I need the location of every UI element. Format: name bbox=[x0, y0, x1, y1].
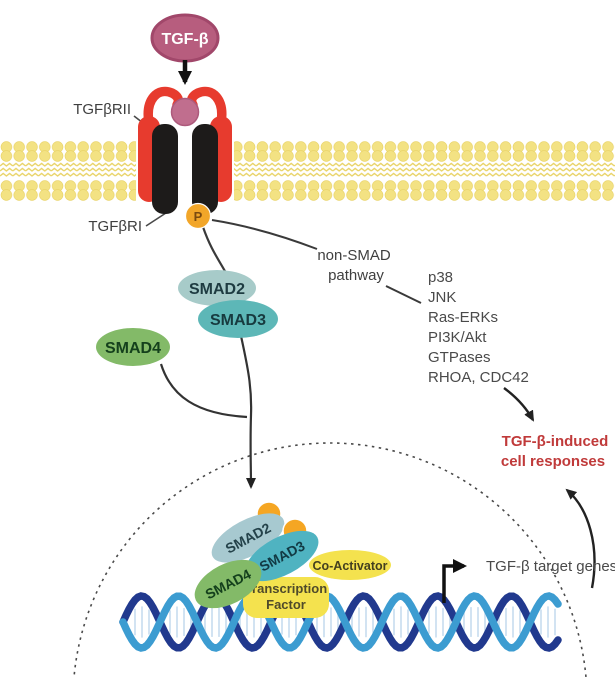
receptor-type1-right bbox=[192, 124, 218, 214]
smad3-label: SMAD3 bbox=[210, 312, 266, 329]
line-p-to-nonsmad bbox=[211, 219, 318, 250]
phospho-label: P bbox=[194, 209, 203, 224]
arrow-smads-to-nucleus bbox=[239, 335, 256, 489]
effector-item: Ras-ERKs bbox=[428, 309, 498, 326]
smad4-label: SMAD4 bbox=[105, 340, 161, 357]
nuclear-smad4: SMAD4 bbox=[194, 559, 262, 609]
target-genes-label: TGF-β target genes bbox=[486, 558, 615, 575]
dna-helix bbox=[119, 592, 562, 652]
transcription-factor-box bbox=[243, 577, 329, 618]
bound-ligand bbox=[170, 97, 200, 127]
coactivator-oval bbox=[309, 550, 391, 580]
tgfbrii-label: TGFβRII bbox=[73, 101, 131, 118]
tgfb-ligand-label: TGF-β bbox=[161, 31, 208, 48]
smad3-oval bbox=[198, 300, 278, 338]
nonsmad-effector-list: p38 JNK Ras-ERKs PI3K/Akt GTPases RHOA, … bbox=[428, 269, 529, 386]
line-nonsmad-to-effectors bbox=[385, 285, 422, 304]
effector-item: RHOA, CDC42 bbox=[428, 369, 529, 386]
smad2-oval bbox=[178, 270, 256, 306]
arrow-effectors-to-responses bbox=[503, 387, 535, 422]
membrane-right bbox=[234, 140, 615, 202]
effector-item: PI3K/Akt bbox=[428, 329, 487, 346]
smad2-label: SMAD2 bbox=[189, 281, 245, 298]
arrow-genes-to-responses bbox=[565, 488, 596, 589]
smad4-oval bbox=[96, 328, 170, 366]
nonsmad-label-line2: pathway bbox=[328, 267, 384, 284]
receptor-complex: P bbox=[138, 86, 232, 230]
effector-item: JNK bbox=[428, 289, 456, 306]
line-smad4-join bbox=[159, 363, 248, 419]
tf-label-line1: Transcription bbox=[245, 581, 327, 596]
line-p-to-smad2 bbox=[201, 226, 227, 274]
nonsmad-label-line1: non-SMAD bbox=[317, 247, 391, 264]
responses-line1: TGF-β-induced bbox=[502, 433, 609, 450]
dna-strand-light bbox=[119, 592, 562, 652]
effector-item: p38 bbox=[428, 269, 453, 286]
coactivator-label: Co-Activator bbox=[312, 559, 387, 573]
effector-item: GTPases bbox=[428, 349, 491, 366]
membrane-left bbox=[0, 140, 136, 202]
tgfbri-label: TGFβRI bbox=[88, 218, 142, 235]
phospho-badge bbox=[184, 202, 212, 230]
tf-label-line2: Factor bbox=[266, 597, 306, 612]
responses-line2: cell responses bbox=[501, 453, 605, 470]
transcription-start-arrow bbox=[442, 559, 467, 603]
receptor-type1-left bbox=[152, 124, 178, 214]
dna-base-pairs bbox=[134, 606, 556, 638]
